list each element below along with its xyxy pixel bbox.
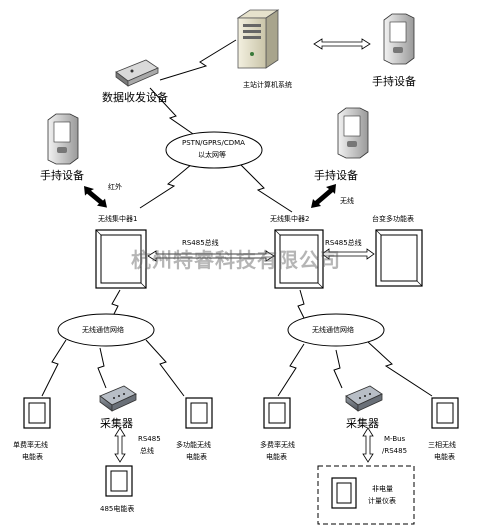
network-ellipse xyxy=(165,131,263,169)
handheld-top-right-label: 手持设备 xyxy=(372,75,416,88)
rs485-line-label-1: RS485 xyxy=(138,435,161,443)
handheld-left-label: 手持设备 xyxy=(40,169,84,182)
net-to-collector-left-link xyxy=(97,347,107,389)
rs485-bus-label-2: RS485总线 xyxy=(325,239,362,247)
network-label: PSTN/GPRS/CDMA xyxy=(182,139,245,147)
multifunc-meter-icon xyxy=(185,397,213,429)
multifunc-meter-label-2: 电能表 xyxy=(186,453,207,461)
wireless-arrow xyxy=(311,184,336,208)
server-to-transceiver-link xyxy=(159,39,237,81)
concentrator1-label: 无线集中器1 xyxy=(98,215,138,223)
rs485-arrow-1 xyxy=(147,250,275,262)
wireless-net-left-ellipse xyxy=(57,313,155,347)
server-label: 主站计算机系统 xyxy=(243,81,292,89)
concentrator2-to-net-link xyxy=(297,289,307,323)
meter-485-icon xyxy=(105,465,133,497)
multi-rate-meter-label-1: 多费率无线 xyxy=(260,441,295,449)
wireless-net-right-ellipse xyxy=(287,313,385,347)
transceiver-to-network-link xyxy=(149,87,197,137)
handheld-left-icon xyxy=(47,113,79,165)
net-to-multifunc-link xyxy=(145,339,185,397)
mbus-label-2: /RS485 xyxy=(382,447,408,455)
collector-left-vertical-arrow xyxy=(114,427,126,463)
non-elec-meter-group xyxy=(317,465,415,525)
infrared-arrow xyxy=(84,186,107,208)
server-handheld-arrow xyxy=(313,38,371,50)
collector-left-icon xyxy=(99,385,137,412)
infrared-label: 红外 xyxy=(108,183,122,191)
transceiver-label: 数据收发设备 xyxy=(102,91,168,104)
wireless-net-right-label: 无线通信网络 xyxy=(312,326,354,334)
wireless-label: 无线 xyxy=(340,197,354,205)
wireless-net-left-label: 无线通信网络 xyxy=(82,326,124,334)
multifunction-meter-box xyxy=(375,229,423,287)
three-phase-meter-label-1: 三相无线 xyxy=(428,441,456,449)
collector-right-icon xyxy=(345,385,383,412)
collector-right-vertical-arrow xyxy=(362,427,374,463)
rs485-line-label-2: 总线 xyxy=(140,447,154,455)
handheld-right-label: 手持设备 xyxy=(314,169,358,182)
multifunc-meter-label-1: 多功能无线 xyxy=(176,441,211,449)
transceiver-icon xyxy=(115,59,159,87)
net-to-three-phase-link xyxy=(367,341,433,397)
net-to-single-rate-link xyxy=(41,339,67,397)
non-elec-label-2: 计量仪表 xyxy=(368,497,396,505)
net-to-collector-right-link xyxy=(333,349,343,389)
concentrator1-box xyxy=(95,229,147,289)
bold-arrows xyxy=(84,184,336,208)
three-phase-meter-icon xyxy=(431,397,459,429)
multifunction-meter-label: 台变多功能表 xyxy=(372,215,414,223)
three-phase-meter-label-2: 电能表 xyxy=(434,453,455,461)
collector-left-label: 采集器 xyxy=(100,417,133,430)
net-to-multi-rate-link xyxy=(277,343,305,397)
multi-rate-meter-icon xyxy=(263,397,291,429)
handheld-right-icon xyxy=(337,107,369,159)
rs485-arrow-2 xyxy=(321,248,375,260)
handheld-top-right-icon xyxy=(383,13,415,65)
concentrator2-box xyxy=(274,229,324,289)
server-icon xyxy=(236,9,280,69)
network-sub-label: 以太网等 xyxy=(198,151,226,159)
watermark: 杭州特睿科技有限公司 xyxy=(131,248,341,272)
single-rate-meter-label-2: 电能表 xyxy=(22,453,43,461)
single-rate-meter-label-1: 单费率无线 xyxy=(13,441,48,449)
network-to-concentrator1-link xyxy=(139,163,193,209)
network-to-concentrator2-link xyxy=(239,163,293,213)
meter-485-label: 485电能表 xyxy=(100,505,135,513)
non-elec-label-1: 非电量 xyxy=(372,485,393,493)
concentrator2-label: 无线集中器2 xyxy=(270,215,310,223)
connection-lines xyxy=(41,39,433,397)
single-rate-meter-icon xyxy=(23,397,51,429)
mbus-label-1: M-Bus xyxy=(384,435,406,443)
double-arrows xyxy=(114,38,375,463)
collector-right-label: 采集器 xyxy=(346,417,379,430)
rs485-bus-label-1: RS485总线 xyxy=(182,239,219,247)
multi-rate-meter-label-2: 电能表 xyxy=(266,453,287,461)
